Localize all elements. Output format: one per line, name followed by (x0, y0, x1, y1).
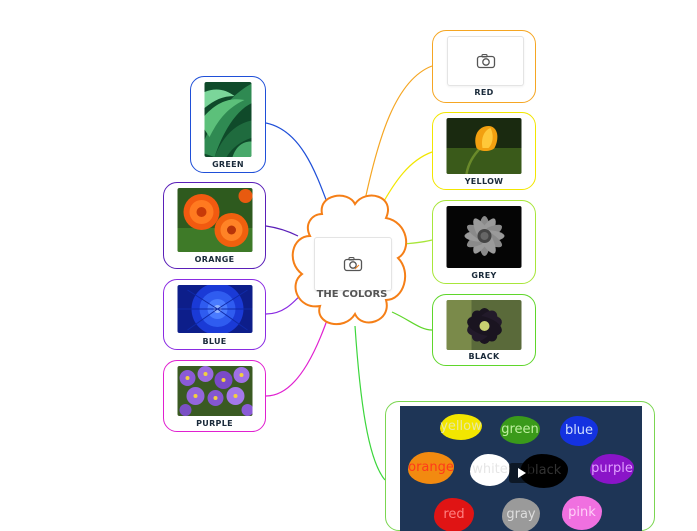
color-word-gray: gray (502, 498, 540, 531)
color-word-green: green (500, 416, 540, 444)
grey-flower-photo (446, 206, 522, 268)
red-image-placeholder (447, 36, 524, 86)
node-green[interactable]: GREEN (190, 76, 266, 173)
connector-video (354, 325, 386, 481)
camera-icon (343, 256, 363, 272)
purple-aster-photo (177, 366, 252, 416)
color-word-purple: purple (590, 454, 634, 484)
node-black[interactable]: BLACK (432, 294, 536, 366)
connector-green (265, 122, 329, 206)
node-yellow-label: YELLOW (464, 177, 504, 186)
node-black-label: BLACK (468, 352, 500, 361)
connector-red (364, 65, 433, 201)
black-hellebore-photo (446, 300, 522, 350)
blue-dahlia-photo (177, 285, 252, 333)
color-word-red: red (434, 498, 474, 531)
connector-orange (265, 225, 299, 237)
node-red-label: RED (474, 88, 494, 97)
node-blue-label: BLUE (202, 337, 227, 346)
color-word-pink: pink (562, 496, 602, 530)
node-purple-label: PURPLE (196, 419, 233, 428)
node-yellow[interactable]: YELLOW (432, 112, 536, 190)
connector-black (391, 311, 433, 331)
camera-icon (476, 53, 495, 69)
node-red[interactable]: RED (432, 30, 536, 103)
node-orange-label: ORANGE (194, 255, 235, 264)
color-word-yellow: yellow (440, 414, 482, 440)
node-grey-label: GREY (471, 271, 497, 280)
node-blue[interactable]: BLUE (163, 279, 266, 350)
play-icon[interactable] (509, 463, 533, 483)
node-green-label: GREEN (212, 160, 244, 169)
color-word-orange: orange (408, 452, 454, 484)
green-leaves-photo (204, 82, 252, 157)
orange-zinnia-photo (177, 188, 252, 252)
connector-purple (265, 311, 331, 397)
node-purple[interactable]: PURPLE (163, 360, 266, 432)
node-grey[interactable]: GREY (432, 200, 536, 284)
central-image-placeholder (314, 237, 392, 291)
color-word-white: white (470, 454, 510, 486)
color-word-blue: blue (560, 416, 598, 446)
central-topic-title[interactable]: THE COLORS (316, 289, 388, 300)
yellow-tulip-photo (446, 118, 522, 174)
connector-grey (403, 239, 433, 245)
node-orange[interactable]: ORANGE (163, 182, 266, 269)
